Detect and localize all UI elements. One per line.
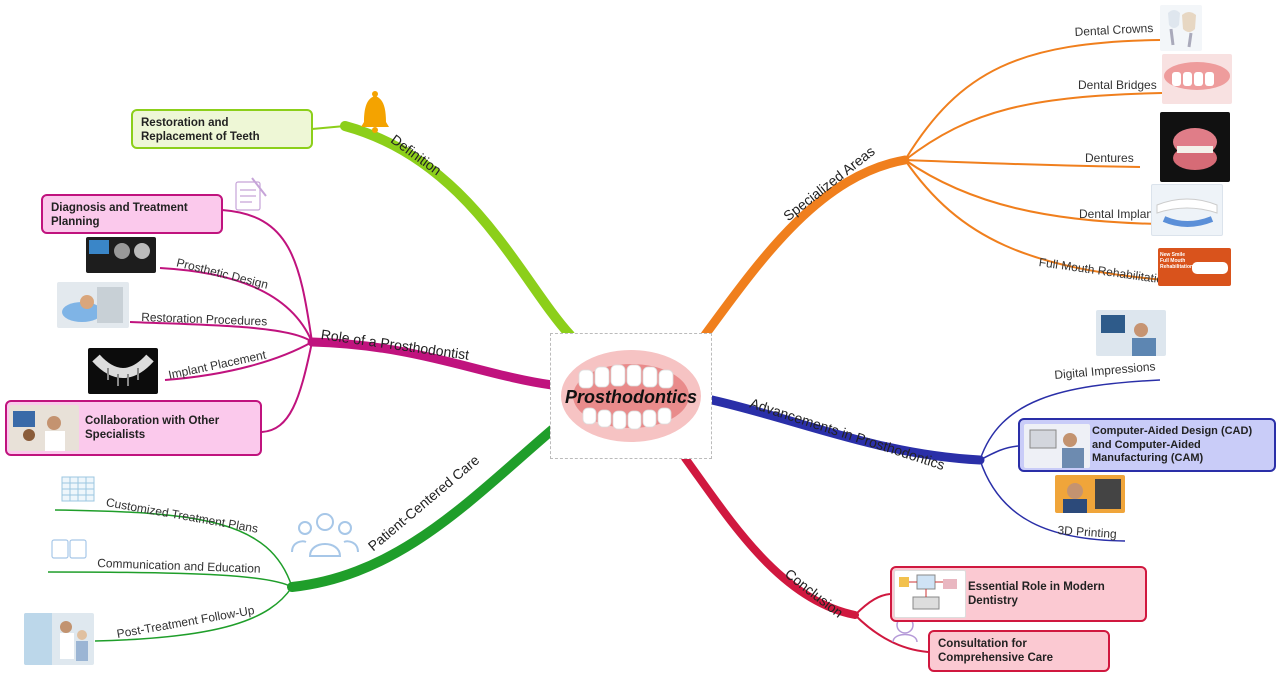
full-mouth-ad-text: New Smile Full Mouth Rehabilitation (1160, 252, 1194, 270)
topic-restoration-replacement[interactable]: Restoration and Replacement of Teeth (131, 109, 313, 149)
branch-line-role (307, 337, 557, 390)
full-mouth-rehab-image: New Smile Full Mouth Rehabilitation (1158, 248, 1231, 286)
patient-sub-lines (47, 509, 293, 642)
dentures-image (1160, 112, 1230, 182)
branch-line-patient (287, 425, 557, 592)
branch-line-conclusion (681, 454, 859, 619)
central-topic[interactable]: Prosthodontics (550, 333, 712, 459)
topic-consultation-comprehensive-care[interactable]: Consultation for Comprehensive Care (928, 630, 1110, 672)
central-title: Prosthodontics (564, 387, 697, 407)
prosthetic-design-image (86, 237, 156, 273)
branch-line-specialized (700, 155, 910, 340)
branch-line-advancements (707, 395, 985, 465)
collaboration-image (9, 405, 79, 451)
cad-cam-image (1024, 424, 1090, 468)
follow-up-image (24, 613, 94, 665)
conclusion-sub-lines (854, 593, 929, 653)
specialized-sub-lines (904, 39, 1166, 281)
implant-placement-image (88, 348, 158, 394)
dental-implants-image (1151, 184, 1223, 236)
3d-printing-image (1055, 475, 1125, 513)
digital-impressions-image (1096, 310, 1166, 356)
topic-dentures[interactable]: Dentures (1085, 151, 1134, 165)
restoration-procedures-image (57, 282, 129, 328)
people-icon (291, 513, 359, 557)
teeth-image (561, 350, 701, 442)
role-sub-lines (129, 209, 313, 433)
book-icon (51, 539, 87, 559)
dental-crowns-image (1160, 5, 1202, 51)
dental-bridges-image (1162, 54, 1232, 104)
bell-icon (361, 91, 389, 133)
spreadsheet-icon (61, 476, 95, 502)
essential-role-image (894, 570, 966, 618)
topic-dental-implants[interactable]: Dental Implants (1079, 207, 1163, 221)
branch-line-definition (340, 121, 575, 340)
notepad-icon (235, 177, 267, 211)
advancements-sub-lines (979, 379, 1161, 542)
topic-diagnosis-treatment-planning[interactable]: Diagnosis and Treatment Planning (41, 194, 223, 234)
topic-dental-bridges[interactable]: Dental Bridges (1078, 78, 1157, 92)
